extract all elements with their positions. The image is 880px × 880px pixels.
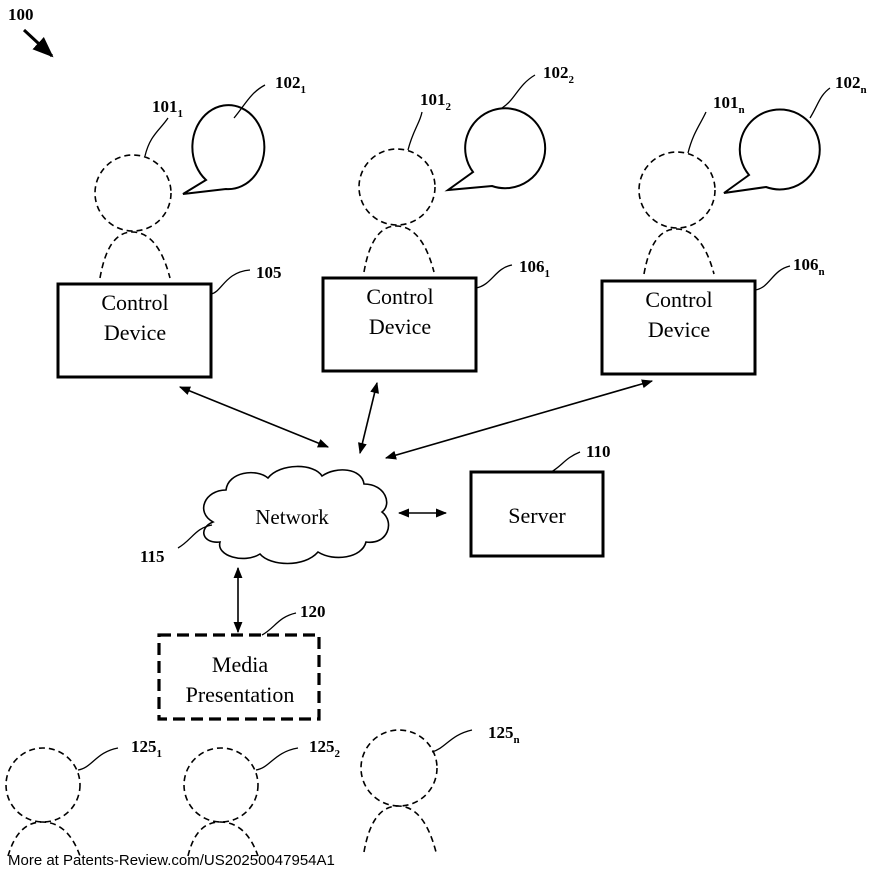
server-label: Server bbox=[508, 503, 566, 528]
network-cloud: Network 115 bbox=[140, 466, 389, 566]
leader-line bbox=[256, 748, 298, 770]
person-head bbox=[639, 152, 715, 228]
speech-bubble-n: 102n bbox=[724, 73, 867, 193]
leader-line bbox=[262, 613, 296, 635]
person-ref-label: 1252 bbox=[309, 737, 341, 760]
device-label-line1: Control bbox=[101, 290, 168, 315]
person-top-1: 1011 bbox=[95, 97, 183, 278]
person-ref-label: 1012 bbox=[420, 90, 452, 113]
leader-line bbox=[476, 265, 512, 288]
person-head bbox=[6, 748, 80, 822]
leader-line bbox=[755, 266, 790, 290]
speech-bubble-shape bbox=[724, 109, 820, 193]
media-presentation: Media Presentation 120 bbox=[159, 602, 326, 719]
source-footer: More at Patents-Review.com/US20250047954… bbox=[8, 852, 335, 869]
arrow-device2-network bbox=[360, 383, 377, 453]
device-label-line1: Control bbox=[645, 287, 712, 312]
person-bottom-2: 1252 bbox=[184, 737, 341, 856]
server: Server 110 bbox=[471, 442, 611, 556]
person-head bbox=[359, 149, 435, 225]
person-body bbox=[644, 229, 714, 274]
person-head bbox=[361, 730, 437, 806]
leader-line bbox=[810, 88, 830, 118]
leader-line bbox=[688, 112, 706, 153]
leader-line bbox=[211, 270, 250, 294]
person-head bbox=[95, 155, 171, 231]
speech-bubble-shape bbox=[448, 108, 545, 190]
device-ref-label: 105 bbox=[256, 263, 282, 282]
person-top-n: 101n bbox=[639, 93, 745, 274]
speech-bubble-shape bbox=[183, 105, 264, 194]
speech-bubble-2: 1022 bbox=[448, 63, 575, 190]
figure-ref-label: 100 bbox=[8, 5, 34, 24]
control-device-1: Control Device 105 bbox=[58, 263, 282, 377]
person-body bbox=[364, 806, 436, 852]
person-head bbox=[184, 748, 258, 822]
person-ref-label: 1011 bbox=[152, 97, 183, 120]
leader-line bbox=[432, 730, 472, 752]
device-label-line2: Device bbox=[648, 317, 710, 342]
network-ref-label: 115 bbox=[140, 547, 165, 566]
media-label-line1: Media bbox=[212, 652, 268, 677]
bubble-ref-label: 1022 bbox=[543, 63, 575, 86]
bubble-ref-label: 102n bbox=[835, 73, 867, 96]
person-top-2: 1012 bbox=[359, 90, 452, 272]
device-ref-label: 106n bbox=[793, 255, 825, 278]
device-label-line2: Device bbox=[369, 314, 431, 339]
device-label-line1: Control bbox=[366, 284, 433, 309]
leader-line bbox=[408, 112, 422, 150]
person-body bbox=[188, 822, 258, 856]
arrow-devicen-network bbox=[386, 381, 652, 458]
leader-line bbox=[78, 748, 118, 770]
figure-ref-arrow bbox=[24, 30, 52, 56]
bubble-ref-label: 1021 bbox=[275, 73, 306, 96]
person-ref-label: 101n bbox=[713, 93, 745, 116]
media-ref-label: 120 bbox=[300, 602, 326, 621]
person-bottom-n: 125n bbox=[361, 723, 520, 852]
leader-line bbox=[145, 118, 168, 156]
person-ref-label: 125n bbox=[488, 723, 520, 746]
device-label-line2: Device bbox=[104, 320, 166, 345]
speech-bubble-1: 1021 bbox=[183, 73, 306, 194]
person-body bbox=[100, 232, 170, 278]
arrow-device1-network bbox=[180, 387, 328, 447]
media-label-line2: Presentation bbox=[186, 682, 295, 707]
leader-line bbox=[551, 452, 580, 472]
server-ref-label: 110 bbox=[586, 442, 611, 461]
person-ref-label: 1251 bbox=[131, 737, 162, 760]
person-bottom-1: 1251 bbox=[6, 737, 162, 856]
device-ref-label: 1061 bbox=[519, 257, 550, 280]
control-device-2: Control Device 1061 bbox=[323, 257, 550, 371]
person-body bbox=[8, 822, 80, 856]
network-label: Network bbox=[255, 505, 329, 529]
leader-line bbox=[502, 75, 535, 108]
person-body bbox=[364, 226, 434, 272]
